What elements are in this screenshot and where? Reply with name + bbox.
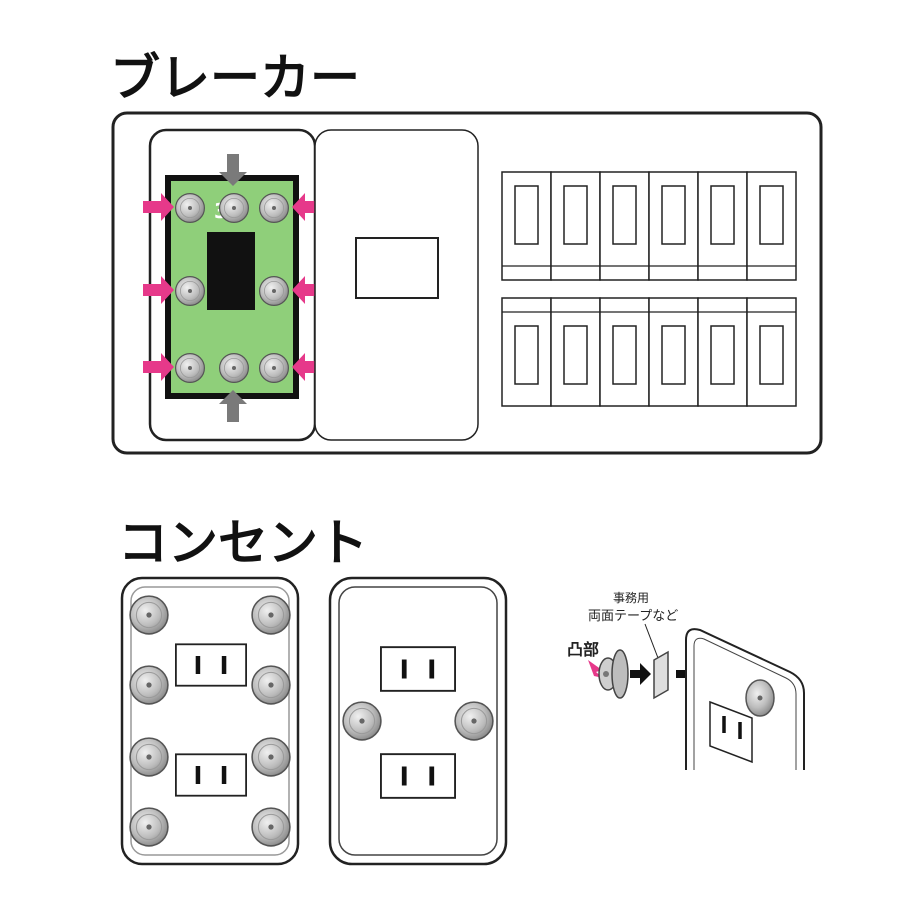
breaker-switch[interactable] [550,171,601,281]
outlet-plate-two-cup [328,576,508,866]
breaker-switch[interactable] [501,297,552,407]
breaker-compartment-middle [314,129,479,441]
suction-cup-icon [219,193,249,223]
meter-window [355,237,439,299]
suction-cup-icon [745,679,775,717]
outlet-socket-icon [380,753,456,799]
arrow-right-icon [143,193,174,221]
suction-cup-icon [251,595,291,635]
arrow-up-icon [219,390,247,422]
breaker-switch-array [501,171,797,407]
breaker-switch[interactable] [746,171,797,281]
breaker-switch[interactable] [697,297,748,407]
arrow-left-icon [292,353,323,381]
breaker-panel: 3 [111,111,823,455]
outlet-socket-icon [380,646,456,692]
mounting-illustration: 事務用 両面テープなど 凸部 [567,591,805,770]
double-sided-tape-icon [653,650,669,700]
breaker-switch[interactable] [501,171,552,281]
suction-cup-icon [251,665,291,705]
breaker-switch[interactable] [599,297,650,407]
wall-plate-perspective [685,628,805,770]
tape-label-line1: 事務用 [613,591,649,605]
bump-pointer-arrow [588,660,603,678]
outlet-section-title: コンセント [118,514,368,572]
suction-cup-icon [251,737,291,777]
suction-cup-side-view-icon [598,649,629,699]
arrow-right-icon [143,353,174,381]
tape-leader-line [644,623,659,659]
suction-cup-icon [342,701,382,741]
suction-cup-icon [454,701,494,741]
suction-cup-icon [259,353,289,383]
suction-cup-icon [129,807,169,847]
breaker-section-title: ブレーカー [110,49,360,107]
suction-cup-icon [259,193,289,223]
breaker-switch[interactable] [648,171,699,281]
arrow-left-icon [292,193,323,221]
breaker-compartment-left: 3 [143,128,323,442]
suction-cup-icon [219,353,249,383]
breaker-switch[interactable] [599,171,650,281]
breaker-switch[interactable] [697,171,748,281]
outlet-plate-four-cup [120,576,300,866]
suction-cup-icon [129,737,169,777]
arrow-right-icon [630,663,651,685]
suction-cup-icon [175,276,205,306]
suction-cup-icon [175,353,205,383]
outlet-socket-icon [175,643,247,687]
suction-cup-icon [259,276,289,306]
board-indicator [207,232,255,310]
outlet-socket-icon [175,753,247,797]
suction-cup-icon [129,665,169,705]
suction-cup-icon [175,193,205,223]
suction-cup-icon [129,595,169,635]
outlet-socket-icon [709,700,753,764]
arrow-down-icon [219,154,247,186]
arrow-left-icon [292,276,323,304]
bump-label: 凸部 [567,640,599,659]
arrow-right-icon [143,276,174,304]
breaker-switch[interactable] [746,297,797,407]
breaker-switch[interactable] [648,297,699,407]
suction-cup-icon [251,807,291,847]
tape-label-line2: 両面テープなど [588,609,678,624]
breaker-switch[interactable] [550,297,601,407]
